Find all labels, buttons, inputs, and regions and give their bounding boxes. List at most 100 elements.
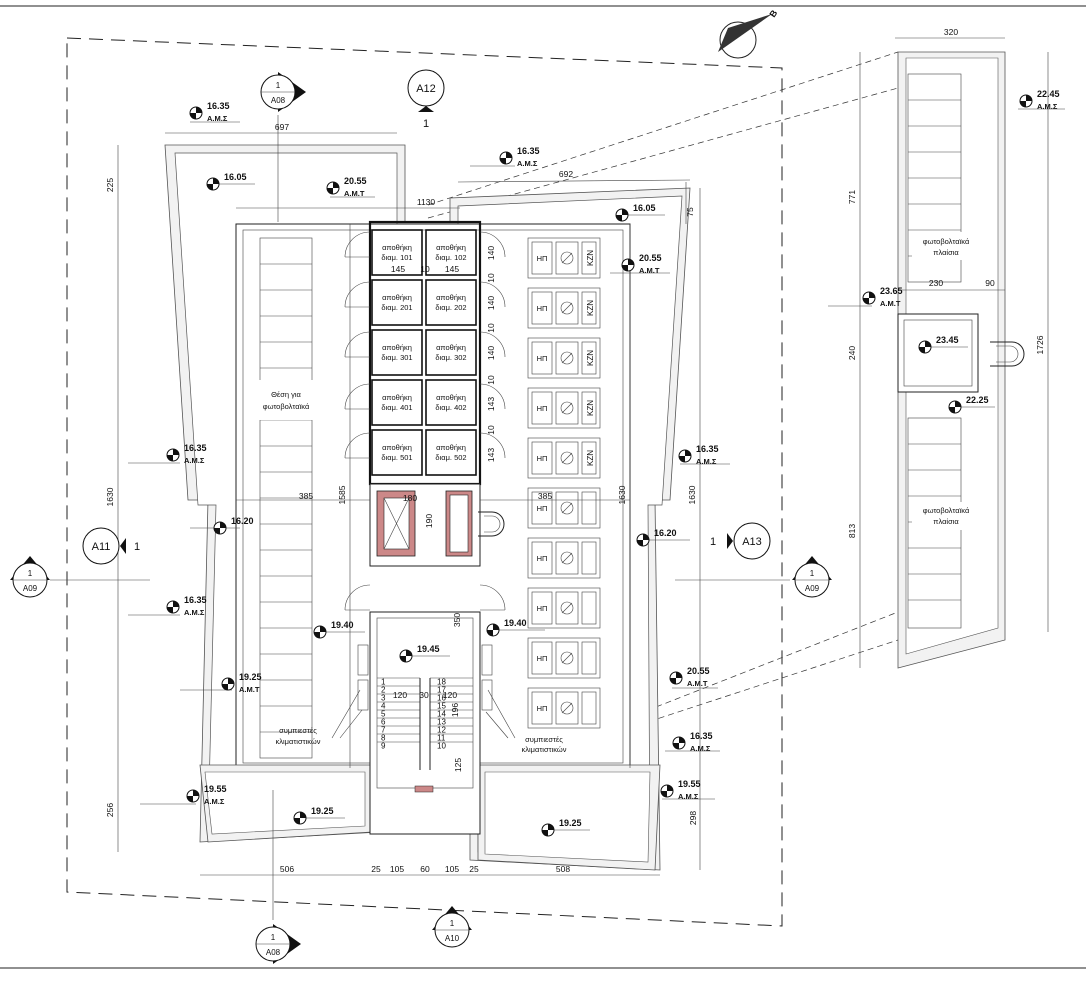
dimension-label: 143 xyxy=(486,448,496,462)
level-tag: Α.Μ.Σ xyxy=(517,159,538,168)
level-tag: Α.Μ.Τ xyxy=(344,189,365,198)
level-value: 16.35 xyxy=(690,731,713,741)
solar-heater-unit: ΗΠ xyxy=(527,687,601,729)
solar-heater-unit: ΗΠ KZN xyxy=(527,437,601,479)
storage-room-label: αποθήκη xyxy=(382,443,412,452)
stair-step-number: 5 xyxy=(381,710,386,719)
dimension-label: 1130 xyxy=(417,197,436,207)
storage-room-number: διαμ. 302 xyxy=(435,353,466,362)
dimension-label: 225 xyxy=(105,178,115,192)
north-arrow-icon: B xyxy=(718,8,780,59)
storage-room-number: διαμ. 401 xyxy=(381,403,412,412)
solar-heater-unit: ΗΠ xyxy=(527,537,601,579)
tank-label: KZN xyxy=(586,350,595,366)
heater-label: ΗΠ xyxy=(537,704,548,713)
level-marker: 23.65Α.Μ.Τ xyxy=(828,286,903,308)
dimension-label: 771 xyxy=(847,190,857,204)
dimension-label: 180 xyxy=(403,493,417,503)
level-value: 19.40 xyxy=(504,618,527,628)
heater-label: ΗΠ xyxy=(537,454,548,463)
level-value: 16.35 xyxy=(184,443,207,453)
dimension-label: 90 xyxy=(985,278,995,288)
ac-compressors xyxy=(331,644,516,739)
pv-place-label-line1: Θέση για xyxy=(271,390,301,399)
elevation-marker-number: 1 xyxy=(710,536,716,548)
storage-room xyxy=(371,429,423,476)
section-marker-sheet: A10 xyxy=(445,934,460,943)
detail-roof-plan xyxy=(897,51,1025,669)
level-value: 19.45 xyxy=(417,644,440,654)
level-tag: Α.Μ.Τ xyxy=(687,679,708,688)
storage-room xyxy=(425,379,477,426)
level-tag: Α.Μ.Σ xyxy=(696,457,717,466)
dimension-label: 25 xyxy=(469,864,479,874)
storage-room xyxy=(371,379,423,426)
level-value: 20.55 xyxy=(687,666,710,676)
level-marker: 22.45Α.Μ.Σ xyxy=(1018,89,1065,111)
level-tag: Α.Μ.Τ xyxy=(880,299,901,308)
pv-panels-label-line1: φωτοβολταϊκά xyxy=(923,237,970,246)
level-value: 19.55 xyxy=(204,784,227,794)
level-value: 16.35 xyxy=(517,146,540,156)
storage-room-label: αποθήκη xyxy=(436,393,466,402)
level-marker: 16.05 xyxy=(615,203,665,222)
level-marker: 16.35Α.Μ.Σ xyxy=(678,444,730,466)
storage-room xyxy=(371,279,423,326)
heater-label: ΗΠ xyxy=(537,304,548,313)
elevation-marker-name: A11 xyxy=(92,541,111,553)
storage-room xyxy=(425,329,477,376)
level-value: 19.25 xyxy=(239,672,262,682)
dimension-label: 697 xyxy=(275,122,289,132)
tank-label: KZN xyxy=(586,400,595,416)
tank-label: KZN xyxy=(586,450,595,466)
storage-room xyxy=(371,329,423,376)
storage-room-label: αποθήκη xyxy=(382,393,412,402)
level-marker: 19.25 xyxy=(293,806,345,825)
storage-room xyxy=(425,279,477,326)
level-value: 22.45 xyxy=(1037,89,1060,99)
level-marker: 19.25Α.Μ.Τ xyxy=(180,672,262,694)
dimension-label: 298 xyxy=(688,811,698,825)
storage-room-label: αποθήκη xyxy=(382,243,412,252)
level-value: 19.40 xyxy=(331,620,354,630)
dimension-label: 143 xyxy=(486,397,496,411)
dimension-label: 230 xyxy=(929,278,943,288)
level-tag: Α.Μ.Σ xyxy=(678,792,699,801)
dimension-label: 10 xyxy=(420,264,430,274)
level-tag: Α.Μ.Σ xyxy=(690,744,711,753)
dimension-label: 140 xyxy=(486,296,496,310)
stair-step-number: 11 xyxy=(437,734,446,743)
storage-room xyxy=(425,229,477,276)
stair-step-number: 9 xyxy=(381,742,386,751)
stair-door xyxy=(414,785,434,793)
storage-room-number: διαμ. 202 xyxy=(435,303,466,312)
level-tag: Α.Μ.Σ xyxy=(1037,102,1058,111)
dimension-label: 1630 xyxy=(105,487,115,506)
storage-room-label: αποθήκη xyxy=(436,243,466,252)
level-marker: 20.55Α.Μ.Τ xyxy=(610,253,670,275)
heater-label: ΗΠ xyxy=(537,354,548,363)
dimension-label: 10 xyxy=(486,425,496,435)
level-marker: 20.55Α.Μ.Τ xyxy=(326,176,375,198)
heater-label: ΗΠ xyxy=(537,254,548,263)
level-tag: Α.Μ.Σ xyxy=(207,114,228,123)
level-value: 16.35 xyxy=(184,595,207,605)
level-marker: 16.05 xyxy=(206,172,255,191)
storage-room-number: διαμ. 301 xyxy=(381,353,412,362)
dimension-label: 1585 xyxy=(337,485,347,504)
ac-label-line2: κλιματιστικών xyxy=(276,737,321,746)
dimension-label: 813 xyxy=(847,524,857,538)
section-marker-number: 1 xyxy=(271,933,276,942)
storage-room xyxy=(425,429,477,476)
level-marker: 16.35Α.Μ.Σ xyxy=(128,595,207,617)
heater-label: ΗΠ xyxy=(537,504,548,513)
heater-label: ΗΠ xyxy=(537,604,548,613)
level-value: 16.05 xyxy=(633,203,656,213)
dimension-label: 75 xyxy=(685,207,695,217)
